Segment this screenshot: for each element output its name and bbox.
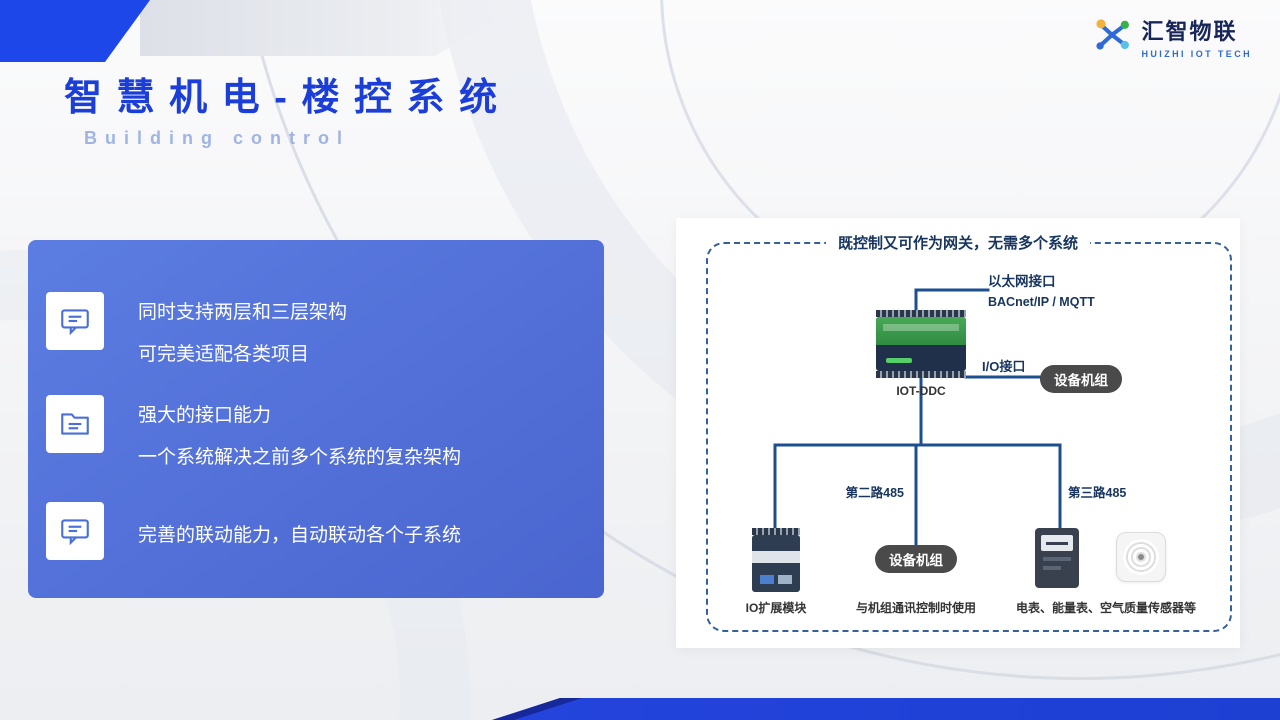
- brand-tagline: HUIZHI IOT TECH: [1141, 49, 1252, 59]
- ddc-body: [876, 317, 966, 371]
- blue-corner-accent: [0, 0, 150, 62]
- feature-line: 同时支持两层和三层架构: [138, 302, 348, 323]
- page-subtitle: Building control: [84, 128, 350, 148]
- brand-logo: 汇智物联 HUIZHI IOT TECH: [1090, 12, 1253, 61]
- terminal-teeth: [876, 371, 966, 378]
- terminal-teeth: [876, 310, 966, 317]
- feature-item-interfaces: 强大的接口能力 一个系统解决之前多个系统的复杂架构: [46, 395, 588, 479]
- feature-item-linkage: 完善的联动能力，自动联动各个子系统: [46, 502, 588, 560]
- feature-panel: 同时支持两层和三层架构 可完美适配各类项目 强大的接口能力 一个系统解决之前多个…: [28, 240, 604, 598]
- ethernet-label: 以太网接口: [988, 274, 1056, 289]
- mid-branch-caption: 与机组通讯控制时使用: [855, 601, 976, 615]
- feature-line: 可完美适配各类项目: [138, 344, 310, 365]
- brand-name: 汇智物联: [1141, 19, 1238, 44]
- feature-line: 一个系统解决之前多个系统的复杂架构: [138, 447, 462, 468]
- io-port-label: I/O接口: [982, 359, 1026, 374]
- bottom-accent: [492, 698, 1280, 720]
- ethernet-label-block: 以太网接口 BACnet/IP / MQTT: [988, 272, 1095, 312]
- bus2-label: 第二路485: [845, 486, 904, 500]
- network-nodes-icon: [1090, 12, 1134, 61]
- feature-item-architecture: 同时支持两层和三层架构 可完美适配各类项目: [46, 292, 588, 376]
- io-module-device-image: [752, 528, 800, 592]
- meter-device-image: [1035, 528, 1079, 588]
- message-icon: [46, 502, 104, 560]
- page-title: 智 慧 机 电 - 楼 控 系 统: [64, 77, 500, 119]
- diagram-caption: 既控制又可作为网关，无需多个系统: [825, 232, 1091, 253]
- io-module-caption: IO扩展模块: [745, 601, 807, 615]
- controller-label: IOT-DDC: [896, 384, 946, 398]
- feature-line: 完善的联动能力，自动联动各个子系统: [138, 525, 462, 546]
- equipment-unit-pill-top: 设备机组: [1040, 365, 1122, 393]
- bus3-label: 第三路485: [1068, 486, 1127, 500]
- terminal-teeth: [752, 528, 800, 535]
- feature-line: 强大的接口能力: [138, 405, 272, 426]
- diagram-panel: 既控制又可作为网关，无需多个系统 IOT-DDC 以太网接口 BACnet/IP…: [676, 218, 1240, 648]
- message-icon: [46, 292, 104, 350]
- iot-ddc-device-image: [876, 310, 966, 378]
- equipment-unit-pill-mid: 设备机组: [875, 545, 957, 573]
- ethernet-protocols: BACnet/IP / MQTT: [988, 295, 1095, 309]
- gray-corner-accent: [140, 0, 530, 56]
- air-quality-sensor-image: [1116, 532, 1166, 582]
- right-branch-caption: 电表、能量表、空气质量传感器等: [1015, 601, 1196, 615]
- folder-icon: [46, 395, 104, 453]
